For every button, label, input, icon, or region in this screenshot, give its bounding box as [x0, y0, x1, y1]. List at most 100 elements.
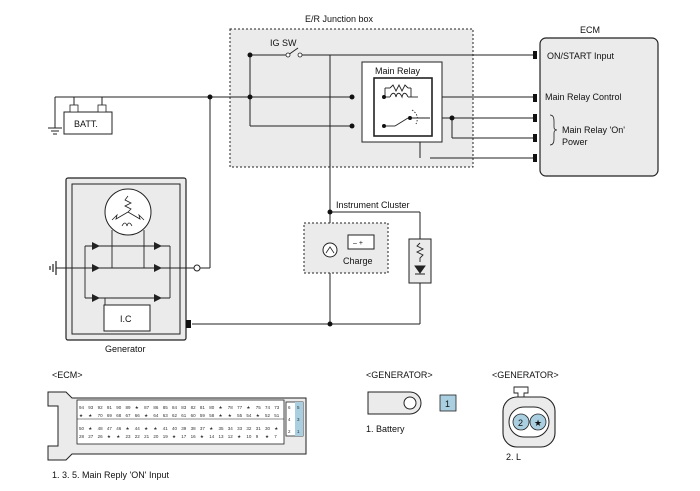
ecm-side-pin-1: 1	[297, 429, 300, 434]
gen2-connector-note: 2. L	[506, 452, 521, 462]
ecm-pin-number: 81	[200, 405, 206, 410]
junction-box-title: E/R Junction box	[305, 14, 374, 24]
ecm-pin-number: 86	[153, 405, 159, 410]
ecm-side-pin-6: 6	[288, 405, 291, 410]
ecm-pin-number: 27	[88, 434, 94, 439]
ecm-pin-number: 48	[98, 426, 104, 431]
battery-terminal-pos	[97, 104, 107, 113]
ecm-side-pin-3: 3	[297, 417, 300, 422]
gen2-pin-star	[529, 413, 547, 431]
gen1-pin-number: 1	[445, 399, 450, 409]
ecm-pin-number: 59	[200, 413, 206, 418]
ecm-connector-note: 1. 3. 5. Main Reply 'ON' Input	[52, 470, 169, 480]
gen1-pin-badge	[439, 394, 457, 412]
ecm-pin-number: 19	[163, 434, 169, 439]
relay-contact-dot	[382, 95, 386, 99]
ecm-pin-number: 37	[200, 426, 206, 431]
ecm-pin-number: 23	[126, 434, 132, 439]
ecm-terminals	[533, 51, 537, 162]
ecm-pin-number: 33	[237, 426, 243, 431]
ecm-pin-number: 52	[265, 413, 271, 418]
ecm-pin-number: 21	[144, 434, 150, 439]
ecm-pin-number: ★	[172, 434, 177, 439]
battery-warning-glyph: – +	[353, 240, 363, 247]
battery-label: BATT.	[74, 119, 98, 129]
ecm-title: ECM	[580, 25, 600, 35]
ecm-pin-number: 35	[219, 426, 225, 431]
ecm-pin-main-relay-control: Main Relay Control	[545, 92, 622, 102]
ecm-pin-number: ★	[107, 434, 112, 439]
battery-warning-icon	[347, 234, 375, 250]
battery-terminal-neg	[69, 104, 79, 113]
gen1-ring-hole	[403, 396, 417, 410]
ecm-side-pin-2: 2	[288, 429, 291, 434]
ecm-pin-number: 61	[181, 413, 187, 418]
ecm-pin-number: 38	[191, 426, 197, 431]
ecm-side-highlight	[295, 402, 303, 436]
ecm-pin-number: ★	[237, 434, 242, 439]
ecm-pin-number: 75	[256, 405, 262, 410]
ecm-pin-number: ★	[200, 434, 205, 439]
ecm-pin-number: 63	[163, 413, 169, 418]
ecm-pin-number: 32	[246, 426, 252, 431]
ic-regulator-label: I.C	[120, 314, 132, 324]
ecm-pin-number: ★	[88, 413, 93, 418]
ecm-brace	[549, 114, 558, 146]
ecm-pin-number: 64	[153, 413, 159, 418]
relay-contact-dot-c	[382, 124, 386, 128]
gen1-connector-title: <GENERATOR>	[366, 370, 433, 380]
gen2-pin-2	[512, 413, 530, 431]
ecm-pin-number: 74	[265, 405, 271, 410]
ecm-pin-number: 73	[274, 405, 280, 410]
ecm-box	[539, 37, 659, 177]
ecm-pin-number: 84	[172, 405, 178, 410]
ecm-pin-number: 16	[191, 434, 197, 439]
ecm-pin-number: 55	[237, 413, 243, 418]
ecm-pin-number: 92	[98, 405, 104, 410]
ecm-pin-number: 40	[172, 426, 178, 431]
ecm-pin-number: 91	[107, 405, 113, 410]
diode-icon	[414, 265, 426, 275]
ecm-pin-number: 46	[116, 426, 122, 431]
ecm-pin-on-start: ON/START Input	[547, 51, 615, 61]
ecm-pin-number: 66	[135, 413, 141, 418]
ecm-pin-number: 62	[172, 413, 178, 418]
ecm-pin-number: 67	[126, 413, 132, 418]
ecm-pin-number: 30	[265, 426, 271, 431]
gen2-connector-title: <GENERATOR>	[492, 370, 559, 380]
ecm-side-pins: 6 5 4 3 2 1	[288, 405, 300, 434]
ecm-side-pin-5: 5	[297, 405, 300, 410]
ecm-pin-number: 44	[135, 426, 141, 431]
ecm-pin-number: ★	[88, 426, 93, 431]
ecm-pin-number: 78	[228, 405, 234, 410]
diode-icons	[92, 242, 162, 302]
ig-switch-contact-a	[285, 52, 291, 58]
ecm-pin-number: 85	[163, 405, 169, 410]
ecm-pin-number: 31	[256, 426, 262, 431]
ecm-pin-power: Power	[562, 137, 588, 147]
ecm-pin-number: 17	[181, 434, 187, 439]
ecm-pin-number: 51	[274, 413, 280, 418]
ecm-side-pin-4: 4	[288, 417, 291, 422]
generator-label: Generator	[105, 344, 146, 354]
gen2-pin-2-label: 2	[518, 418, 523, 428]
wires	[54, 54, 533, 325]
ecm-connector-title: <ECM>	[52, 370, 83, 380]
resistor-icon	[415, 242, 425, 262]
ecm-pin-number: 77	[237, 405, 243, 410]
ecm-pin-number: 58	[209, 413, 215, 418]
ecm-pin-number: 80	[209, 405, 215, 410]
ecm-pin-number: ★	[79, 413, 84, 418]
gen2-pin-star-label: ★	[534, 418, 542, 428]
ecm-pin-number: 10	[246, 434, 252, 439]
ig-sw-label: IG SW	[270, 38, 297, 48]
ecm-pin-number: ★	[144, 413, 149, 418]
ecm-pin-number: 68	[116, 413, 122, 418]
ecm-pin-number: 39	[181, 426, 187, 431]
ecm-pin-number: 12	[228, 434, 234, 439]
ecm-pin-number: ★	[153, 426, 158, 431]
ecm-pin-number: 34	[228, 426, 234, 431]
gen1-connector-note: 1. Battery	[366, 424, 405, 434]
ecm-pin-number: 70	[98, 413, 104, 418]
